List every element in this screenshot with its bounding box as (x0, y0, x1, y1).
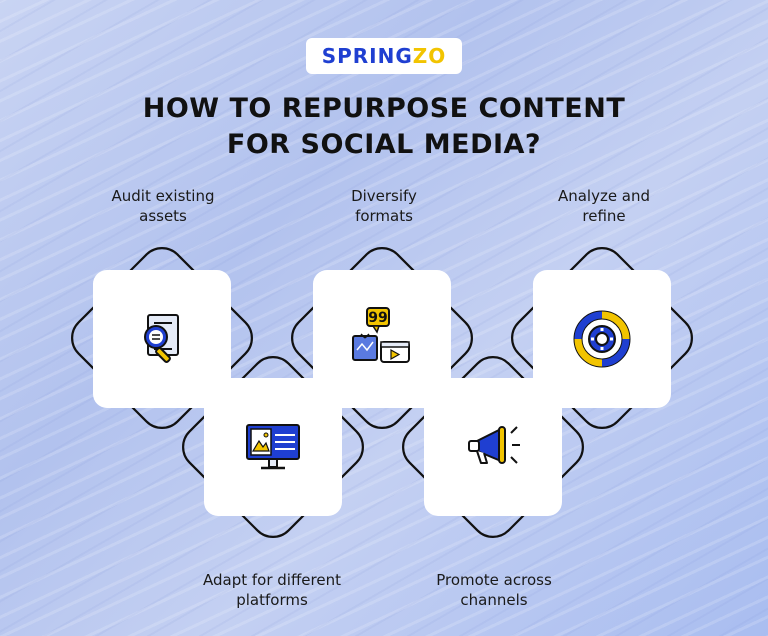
step-label-audit-line2: assets (139, 207, 187, 225)
page-title-line-2: FOR SOCIAL MEDIA? (226, 129, 542, 160)
step-label-diversify-line2: formats (355, 207, 413, 225)
step-label-adapt-line1: Adapt for different (203, 571, 341, 589)
step-label-promote-line1: Promote across (436, 571, 552, 589)
document-search-icon (144, 314, 179, 363)
step-label-analyze: Analyze and refine (504, 186, 704, 226)
gear-cycle-icon (573, 310, 631, 368)
logo-text-accent: ZO (412, 44, 447, 68)
logo-text-main: SPRING (321, 44, 413, 68)
step-label-adapt: Adapt for different platforms (172, 570, 372, 610)
step-label-promote: Promote across channels (394, 570, 594, 610)
monitor-media-icon (246, 424, 300, 470)
step-label-adapt-line2: platforms (236, 591, 308, 609)
step-label-promote-line2: channels (460, 591, 528, 609)
step-label-diversify: Diversify formats (284, 186, 484, 226)
step-label-audit-line1: Audit existing (111, 187, 215, 205)
page-title-line-1: HOW TO REPURPOSE CONTENT (142, 93, 626, 124)
step-label-analyze-line2: refine (582, 207, 626, 225)
step-label-diversify-line1: Diversify (351, 187, 417, 205)
step-label-audit: Audit existing assets (63, 186, 263, 226)
step-card-analyze (533, 270, 671, 408)
megaphone-icon (468, 426, 520, 464)
media-formats-icon: 99 (352, 307, 410, 363)
step-card-audit (93, 270, 231, 408)
svg-text:99: 99 (368, 310, 387, 326)
step-label-analyze-line1: Analyze and (557, 187, 651, 205)
